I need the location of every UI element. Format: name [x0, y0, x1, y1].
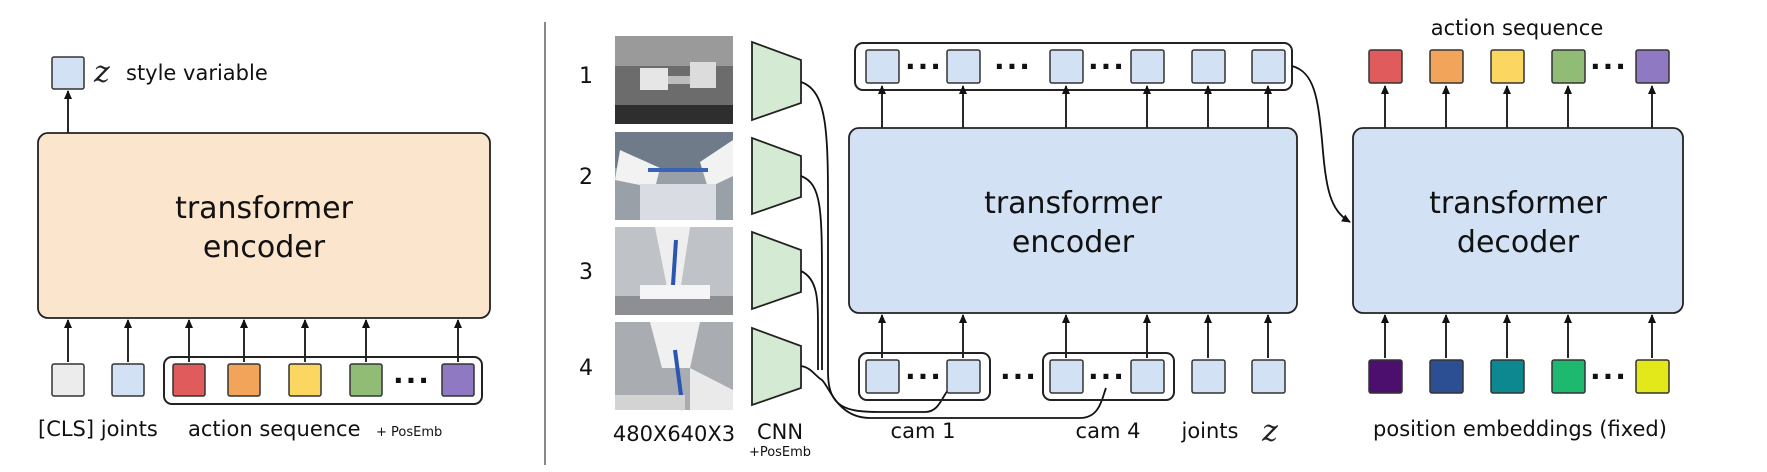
cnn-posemb-label: +PosEmb	[749, 445, 811, 460]
transformer-decoder-title-line1: transformer	[1429, 186, 1608, 221]
camera-number-3: 3	[579, 260, 593, 285]
cvae-encoder-title-line1: transformer	[175, 191, 354, 226]
ellipsis: ···	[994, 50, 1032, 83]
transformer-encoder-title-line1: transformer	[984, 186, 1163, 221]
position-embeddings-label: position embeddings (fixed)	[1373, 417, 1667, 441]
action-token-4	[349, 363, 383, 397]
cnn-block-2	[751, 136, 802, 216]
cnn2-connector	[800, 175, 823, 370]
encoder-output-token	[1251, 49, 1286, 84]
position-embedding-token-4	[1551, 359, 1586, 394]
position-embedding-token-n	[1635, 359, 1670, 394]
image-size-label: 480X640X3	[613, 422, 735, 446]
action-output-token-3	[1490, 49, 1525, 84]
position-embedding-token-1	[1368, 359, 1403, 394]
z-label: z	[1261, 414, 1278, 449]
action-sequence-output-label: action sequence	[1431, 16, 1604, 40]
ellipsis: ···	[1088, 50, 1126, 83]
cnn-block-1	[751, 40, 802, 122]
joints-token	[111, 363, 145, 397]
action-token-n	[441, 363, 475, 397]
action-sequence-input-label: action sequence	[188, 417, 361, 441]
cam4-label: cam 4	[1076, 419, 1141, 443]
z-symbol: z	[93, 55, 110, 90]
encoder-output-token	[946, 49, 981, 84]
camera-number-2: 2	[579, 165, 593, 190]
cam4-token	[1049, 359, 1084, 394]
action-token-3	[288, 363, 322, 397]
position-embedding-token-3	[1490, 359, 1525, 394]
cls-token	[51, 363, 85, 397]
cnn4-to-cam4-connector	[800, 365, 1107, 419]
cam1-token-group	[858, 352, 991, 401]
encoder-output-token	[1049, 49, 1084, 84]
ellipsis: ···	[1590, 50, 1628, 83]
action-output-token-1	[1368, 49, 1403, 84]
camera-number-1: 1	[579, 64, 593, 89]
ellipsis: ···	[1590, 360, 1628, 393]
cvae-encoder-block	[37, 132, 491, 319]
camera-image-2	[615, 132, 733, 220]
posemb-suffix: + PosEmb	[376, 425, 442, 440]
encoder-output-token	[1191, 49, 1226, 84]
action-output-token-2	[1429, 49, 1464, 84]
ellipsis: ···	[1088, 360, 1126, 393]
transformer-encoder-block	[848, 127, 1298, 314]
joints-label: joints	[1180, 419, 1238, 443]
cam1-label: cam 1	[891, 419, 956, 443]
transformer-decoder-block	[1352, 127, 1684, 314]
cam1-token	[865, 359, 900, 394]
cam1-token	[946, 359, 981, 394]
cam4-token	[1130, 359, 1165, 394]
camera-image-1	[615, 36, 733, 124]
camera-image-3	[615, 227, 733, 315]
action-sequence-group	[163, 356, 483, 405]
camera-image-4	[615, 322, 733, 411]
action-token-1	[172, 363, 206, 397]
camera-number-4: 4	[579, 356, 593, 381]
cnn-block-4	[751, 326, 802, 407]
cnn3-connector	[800, 270, 819, 370]
ellipsis: ···	[905, 360, 943, 393]
encoder-to-decoder-arrow	[1291, 65, 1351, 223]
action-output-token-4	[1551, 49, 1586, 84]
z-token	[1251, 359, 1286, 394]
cnn-label: CNN	[757, 420, 803, 444]
ellipsis: ···	[1000, 360, 1038, 393]
left-panel: z style variable transformer encoder ···…	[37, 55, 491, 441]
action-output-token-n	[1635, 49, 1670, 84]
cvae-encoder-title-line2: encoder	[203, 230, 326, 265]
transformer-decoder-title-line2: decoder	[1457, 225, 1580, 260]
ellipsis: ···	[393, 364, 431, 397]
cls-joints-label: [CLS] joints	[38, 417, 158, 441]
action-token-2	[227, 363, 261, 397]
cnn1-to-cam1-connector	[800, 81, 951, 413]
style-variable-label: style variable	[126, 61, 268, 85]
encoder-output-token	[1130, 49, 1165, 84]
right-panel: 1 2 3 4	[579, 16, 1684, 460]
cam4-token-group	[1042, 352, 1175, 401]
encoder-output-token	[865, 49, 900, 84]
cnn-block-3	[751, 230, 802, 311]
transformer-encoder-title-line2: encoder	[1012, 225, 1135, 260]
position-embedding-token-2	[1429, 359, 1464, 394]
joints-token	[1191, 359, 1226, 394]
z-style-token	[51, 56, 85, 90]
ellipsis: ···	[905, 50, 943, 83]
